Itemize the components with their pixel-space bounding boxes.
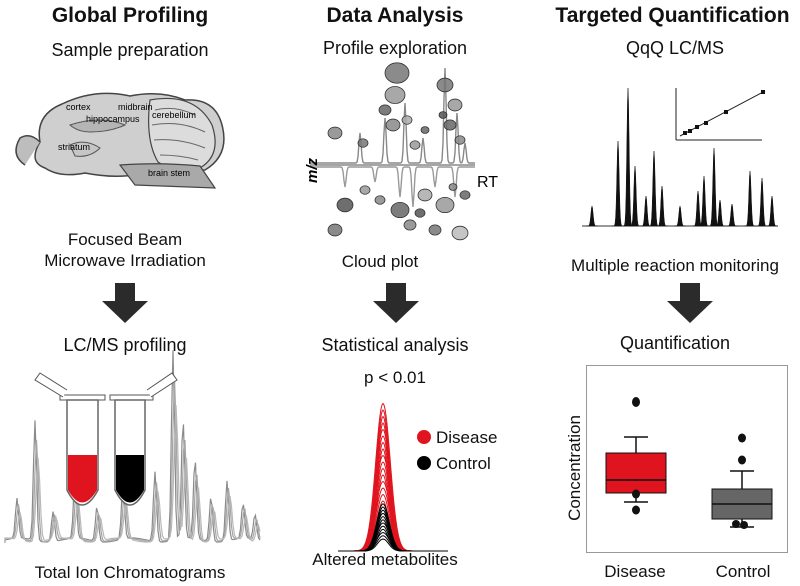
brain-illustration: cortex midbrain hippocampus cerebellum s… (15, 92, 225, 189)
boxplot-disease (605, 397, 667, 515)
cloud-bubble (336, 197, 354, 213)
cloud-bubble (390, 201, 410, 219)
heading-global-profiling: Global Profiling (51, 4, 209, 27)
sample-tube-control (109, 372, 178, 506)
mrm-peak (640, 195, 652, 227)
axis-label-rt: RT (477, 174, 498, 191)
tic-trace (4, 404, 261, 543)
arrow-down-icon (667, 283, 713, 323)
mrm-peak (756, 177, 768, 227)
heading-targeted-quantification: Targeted Quantification (555, 4, 790, 27)
mrm-peak (622, 87, 634, 227)
label-profile-exploration: Profile exploration (322, 38, 468, 58)
mrm-peak (766, 195, 778, 227)
cloud-bubble (438, 111, 448, 119)
cloud-bubble (420, 126, 430, 134)
boxplot (605, 397, 773, 529)
legend-disease-dot (417, 430, 431, 444)
label-altered-metabolites: Altered metabolites (312, 550, 458, 569)
brain-label-cerebellum: cerebellum (152, 110, 196, 120)
label-microwave-irradiation: Microwave Irradiation (44, 251, 206, 270)
legend-control-label: Control (436, 454, 491, 473)
label-multiple-reaction-monitoring: Multiple reaction monitoring (571, 256, 779, 275)
tic-chromatograms (4, 350, 261, 543)
mrm-chromatogram (582, 87, 778, 227)
mrm-peak (726, 203, 738, 227)
calibration-point (724, 110, 728, 114)
label-pvalue: p < 0.01 (364, 368, 426, 387)
mrm-peak (714, 199, 726, 227)
cloud-bubble (327, 223, 343, 237)
cloud-bubble (454, 135, 466, 145)
label-statistical-analysis: Statistical analysis (321, 335, 469, 355)
cloud-bubble (417, 188, 433, 202)
cloud-bubble (409, 140, 421, 150)
cloud-bubble (401, 115, 413, 125)
mrm-peak (674, 205, 686, 227)
mrm-peak (656, 185, 668, 227)
calibration-point (683, 131, 687, 135)
cloud-bubble (436, 77, 454, 93)
calibration-point (761, 90, 765, 94)
calibration-point (695, 125, 699, 129)
cloud-bubble (459, 190, 471, 200)
label-group-disease: Disease (604, 562, 666, 581)
cloud-bubble (378, 104, 392, 116)
label-group-control: Control (715, 562, 771, 581)
metabolite-peak (338, 503, 448, 552)
brain-label-hippocampus: hippocampus (86, 114, 140, 124)
cloud-bubble (414, 208, 426, 218)
cloud-bubble (385, 118, 401, 132)
arrow-down-icon (102, 283, 148, 323)
label-lcms-profiling: LC/MS profiling (63, 335, 187, 355)
cloud-bubble (443, 119, 457, 131)
legend-control-dot (417, 456, 431, 470)
cloud-bubble (447, 98, 463, 112)
cloud-bubble (374, 195, 386, 205)
boxplot-frame (586, 365, 788, 553)
sample-tube-disease (34, 372, 106, 506)
cloud-bubble (448, 183, 458, 191)
brain-label-striatum: striatum (58, 142, 90, 152)
mrm-peak (708, 147, 720, 227)
legend-disease-label: Disease (436, 428, 498, 447)
cloud-bubble (428, 224, 442, 236)
label-sample-preparation: Sample preparation (51, 40, 209, 60)
boxplot-control (711, 433, 773, 529)
axis-label-concentration: Concentration (565, 415, 584, 521)
mrm-peak (586, 205, 598, 227)
label-qqq-lcms: QqQ LC/MS (625, 38, 725, 58)
cloud-bubble (384, 86, 406, 104)
cloud-bubble (327, 126, 343, 140)
altered-metabolites-peaks (338, 402, 448, 552)
brain-label-cortex: cortex (66, 102, 91, 112)
cloud-plot: m/z RT (304, 62, 498, 241)
calibration-inset (675, 88, 766, 141)
brain-label-brain-stem: brain stem (148, 168, 190, 178)
cloud-bubble (384, 62, 410, 84)
mrm-peak (744, 170, 756, 227)
mrm-peak (612, 140, 624, 227)
calibration-point (704, 121, 708, 125)
cloud-bubble (357, 138, 369, 148)
arrow-down-icon (373, 283, 419, 323)
label-total-ion-chromatograms: Total Ion Chromatograms (34, 563, 226, 582)
label-focused-beam: Focused Beam (67, 230, 183, 249)
mrm-peak (648, 150, 660, 227)
label-cloud-plot: Cloud plot (341, 252, 419, 271)
heading-data-analysis: Data Analysis (326, 4, 464, 27)
mrm-peak (629, 165, 641, 227)
cloud-bubble (435, 196, 455, 214)
axis-label-mz: m/z (304, 157, 321, 183)
cloud-bubble (359, 185, 371, 195)
cloud-bubble (451, 225, 469, 241)
label-quantification: Quantification (619, 333, 731, 353)
calibration-point (688, 129, 692, 133)
cloud-bubble (403, 219, 417, 231)
brain-label-midbrain: midbrain (118, 102, 153, 112)
